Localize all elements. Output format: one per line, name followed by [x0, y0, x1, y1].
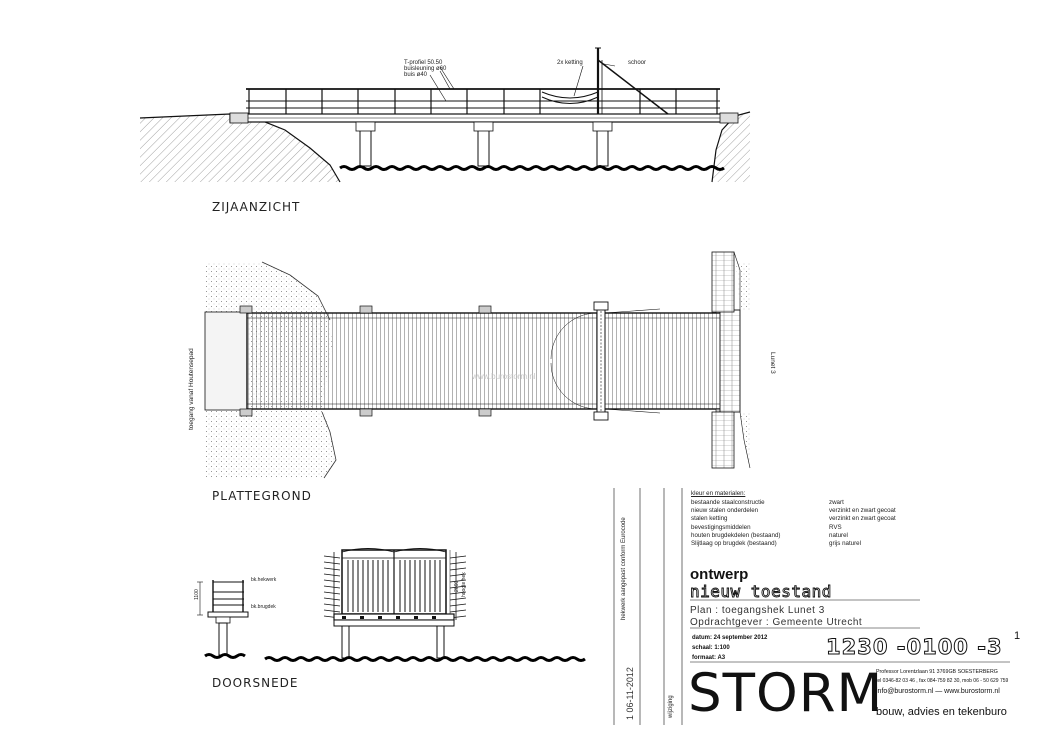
view-title-plan: PLATTEGROND — [212, 489, 312, 503]
drawing-number: 1230 -0100 -3 — [826, 635, 1003, 660]
label-chain: 2x ketting — [557, 60, 583, 66]
label-handrail: buisleuning ø60 — [404, 66, 447, 72]
company-tagline: bouw, advies en tekenburo — [876, 706, 1007, 718]
label-access: toegang vanaf Houtensepad — [188, 348, 195, 430]
company-contact: info@burostorm.nl — www.burostorm.nl — [876, 688, 1000, 695]
company-phone: tel 0346-82 03 46 , fax 084-759 82 30, m… — [876, 678, 1009, 684]
watermark: www.burostorm.nl — [472, 372, 536, 381]
label-strut: schoor — [628, 60, 647, 66]
view-title-section: DOORSNEDE — [212, 676, 299, 690]
label-gate-height: hoogte hek — [461, 572, 467, 597]
gate-elevation — [264, 548, 586, 662]
company-address: Professor Lorentzlaan 91 3769GB SOESTERB… — [876, 669, 998, 675]
drawing-format: formaat: A3 — [692, 655, 726, 661]
label-top-rail: bk.hekwerk — [251, 577, 277, 583]
drawing-revision-number: 1 — [1014, 630, 1021, 642]
view-title-side: ZIJAANZICHT — [212, 200, 301, 214]
state-title: nieuw toestand — [690, 582, 832, 602]
side-view — [139, 47, 751, 183]
project-client: Opdrachtgever : Gemeente Utrecht — [690, 617, 863, 628]
revision-label: wijziging — [668, 695, 674, 718]
plan-view — [204, 251, 751, 479]
section-small-view — [197, 580, 249, 659]
drawing-scale: schaal: 1:100 — [692, 645, 730, 651]
material-row: Slijtlaag op brugdek (bestaand)grijs nat… — [691, 539, 861, 547]
dim-rail-height: 1100 — [194, 589, 200, 600]
dim-gate-height: 2660 — [454, 580, 460, 592]
revision-note: hekwerk aangepast conform Eurocode — [621, 517, 627, 620]
drawing-date: datum: 24 september 2012 — [692, 635, 768, 641]
company-logo: STORM — [688, 663, 884, 724]
materials-heading: kleur en materialen: — [691, 490, 746, 497]
material-row: houten brugdekdelen (bestaand)naturel — [691, 531, 848, 539]
design-label: ontwerp — [690, 566, 749, 583]
label-deck: bk.brugdek — [251, 604, 276, 610]
label-tube: buis ø40 — [404, 72, 428, 78]
titleblock-frame — [613, 488, 1010, 725]
project-plan: Plan : toegangshek Lunet 3 — [690, 605, 825, 616]
revision-date: 1 06-11-2012 — [625, 667, 635, 720]
label-lunet: Lunet 3 — [769, 352, 776, 374]
label-profile: T-profiel 50.50 — [404, 60, 443, 66]
